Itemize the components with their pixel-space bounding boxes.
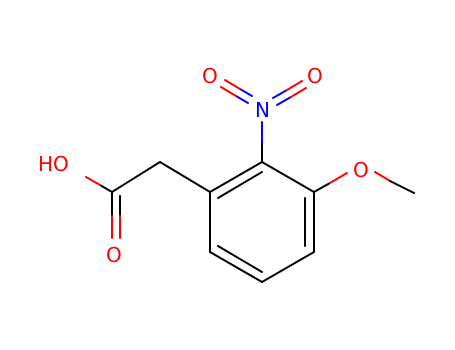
bond-n-o-left-b-blue — [235, 95, 249, 104]
bond-ring-c1-c2 — [209, 161, 263, 193]
bond-ring-ch2 — [159, 161, 211, 193]
atom-label-nitro-n: N — [255, 98, 270, 122]
atom-label-nitro-o-left: O — [202, 64, 218, 88]
atom-label-carbonyl-o: O — [106, 243, 122, 267]
bond-o-ch3-red — [374, 171, 391, 182]
bond-n-o-left-a-red — [224, 79, 241, 90]
bond-n-o-left-b-red — [220, 86, 237, 97]
atom-label-hydroxyl: HO — [38, 152, 69, 176]
bond-ring-o-black — [313, 182, 331, 193]
bond-n-o-right-red — [286, 80, 303, 91]
bond-ring-inner-c1-c2 — [217, 171, 263, 199]
bond-o-ch3-black — [389, 180, 415, 194]
bond-ring-o-red — [329, 172, 348, 184]
atom-label-nitro-o-right: O — [307, 64, 323, 88]
bond-ring-c2-c3 — [261, 161, 315, 193]
bond-n-o-left-a-blue — [239, 88, 253, 97]
bond-c-oh-red — [85, 176, 101, 186]
bond-ch2-cooh — [111, 161, 161, 193]
bond-ring-c5-c6 — [209, 251, 263, 283]
bond-n-o-right-blue — [272, 89, 288, 99]
bond-ring-c4-c5 — [261, 251, 315, 283]
atom-label-methoxy-o: O — [353, 158, 369, 182]
bond-c-oh-black — [99, 184, 113, 193]
bond-ring-inner-c5-c6 — [217, 245, 263, 273]
bond-n-o-right-b-red — [290, 87, 307, 98]
bond-n-o-right-b-blue — [276, 96, 292, 106]
